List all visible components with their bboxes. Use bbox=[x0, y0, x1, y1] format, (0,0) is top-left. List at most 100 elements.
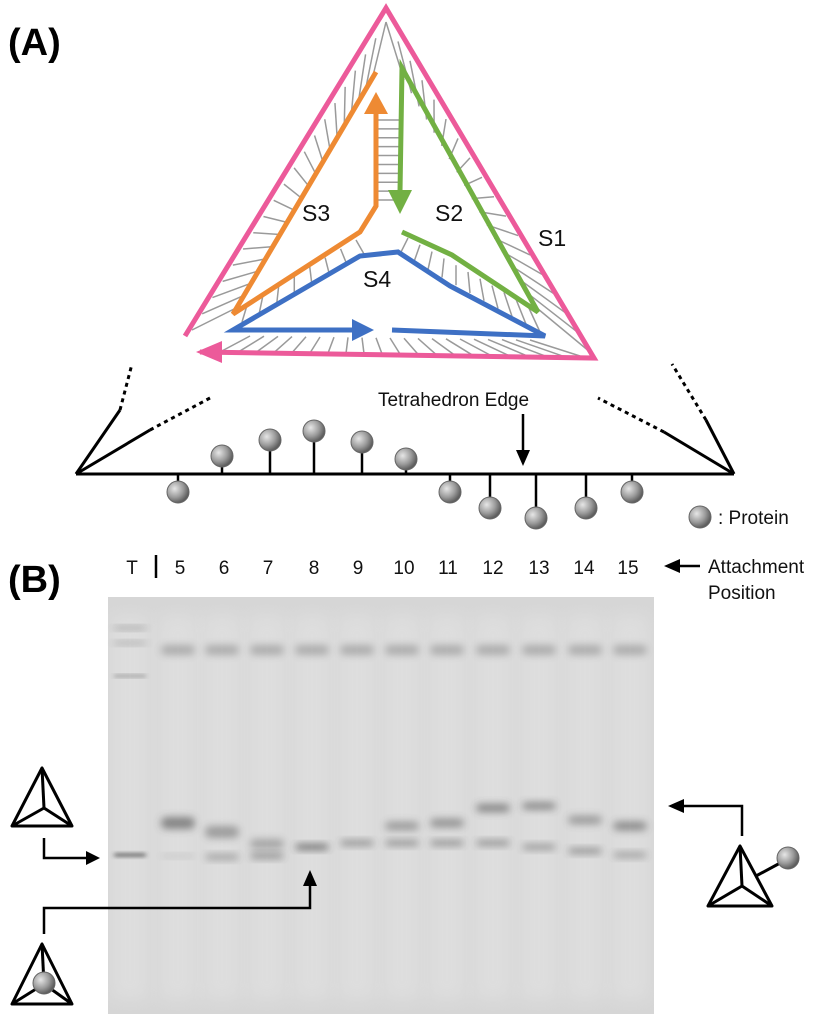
base-pair-rung bbox=[325, 258, 329, 274]
protein-ball bbox=[395, 448, 417, 470]
gel-band bbox=[113, 854, 147, 857]
gel-band bbox=[568, 849, 602, 854]
base-pair-rung bbox=[474, 339, 508, 355]
attachment-label-line2: Position bbox=[708, 583, 776, 604]
base-pair-rung bbox=[460, 339, 490, 355]
lane-label: 8 bbox=[309, 558, 320, 579]
strand-label-s1: S1 bbox=[538, 225, 566, 251]
gel-band bbox=[161, 855, 195, 858]
base-pair-rung bbox=[346, 337, 348, 353]
gel-band bbox=[295, 645, 329, 655]
gel-image bbox=[108, 597, 654, 1014]
gel-band bbox=[385, 841, 419, 846]
protein-icon-outside bbox=[777, 847, 799, 869]
gel-band bbox=[205, 645, 239, 655]
protein-ball bbox=[211, 445, 233, 467]
gel-band bbox=[250, 839, 284, 849]
edge-label: Tetrahedron Edge bbox=[378, 390, 529, 411]
gel-band bbox=[113, 675, 147, 677]
attachment-label-line1: Attachment bbox=[708, 557, 805, 578]
base-pair-rung bbox=[310, 267, 312, 284]
strand-s2 bbox=[388, 68, 538, 312]
base-pair-rung bbox=[274, 337, 292, 353]
base-pair-rung bbox=[468, 272, 470, 293]
gel-band bbox=[250, 854, 284, 859]
protein-ball bbox=[167, 481, 189, 503]
gel-band bbox=[295, 845, 329, 850]
lane-label: 11 bbox=[438, 558, 458, 579]
gel-lane bbox=[383, 615, 421, 1000]
gel-band bbox=[385, 645, 419, 655]
lane-labels: T 5 6 7 8 9 10 11 12 13 14 15 bbox=[126, 558, 638, 579]
lane-label: 14 bbox=[573, 558, 595, 579]
gel-band bbox=[476, 645, 510, 655]
gel-band bbox=[522, 803, 556, 810]
gel-band bbox=[340, 841, 374, 846]
strand-label-s3: S3 bbox=[302, 200, 330, 226]
protein-ball bbox=[303, 420, 325, 442]
base-pair-rung bbox=[390, 338, 400, 354]
arrow-to-unmodified-band bbox=[44, 838, 100, 865]
gel-lane bbox=[203, 615, 241, 1000]
protein-ball bbox=[439, 481, 461, 503]
gel-band bbox=[250, 645, 284, 655]
gel-band bbox=[613, 853, 647, 858]
lane-label: 6 bbox=[219, 558, 230, 579]
gel-lane bbox=[611, 615, 649, 1000]
lane-label: 12 bbox=[482, 558, 503, 579]
gel-lane bbox=[566, 615, 604, 1000]
gel-band bbox=[430, 819, 464, 828]
base-pair-rung bbox=[480, 279, 484, 301]
gel-band bbox=[113, 642, 147, 645]
base-pair-rung bbox=[220, 336, 250, 352]
base-pair-rung bbox=[404, 338, 418, 354]
edge-arrow bbox=[516, 414, 530, 466]
gel-band bbox=[430, 645, 464, 655]
tetrahedron-icon-unmodified bbox=[12, 768, 72, 826]
protein-ball bbox=[621, 481, 643, 503]
base-pair-rung bbox=[442, 258, 444, 277]
protein-ball bbox=[351, 431, 373, 453]
gel-band bbox=[522, 645, 556, 655]
gel-band bbox=[113, 627, 147, 630]
lane-label: T bbox=[126, 558, 138, 579]
gel-lane bbox=[248, 615, 286, 1000]
base-pair-rung bbox=[292, 337, 306, 353]
base-pair-rung bbox=[356, 240, 364, 254]
gel-band bbox=[430, 841, 464, 846]
gel-band bbox=[205, 855, 239, 860]
lane-label: 7 bbox=[263, 558, 274, 579]
gel-lane bbox=[428, 615, 466, 1000]
protein-legend-label: : Protein bbox=[718, 508, 789, 529]
gel-lane bbox=[159, 615, 197, 1000]
base-pair-rung bbox=[414, 245, 420, 262]
gel-band bbox=[161, 817, 195, 829]
gel-band bbox=[476, 804, 510, 812]
gel-lane bbox=[293, 615, 331, 1000]
gel-band bbox=[161, 645, 195, 655]
arrow-to-shifted-band bbox=[668, 799, 742, 836]
attachment-arrow bbox=[664, 559, 700, 573]
base-pair-rung bbox=[418, 338, 436, 354]
protein-ball bbox=[575, 497, 597, 519]
gel-band bbox=[476, 841, 510, 846]
protein-ball bbox=[525, 507, 547, 529]
protein-icon-inside bbox=[33, 972, 55, 994]
strand-label-s2: S2 bbox=[435, 200, 463, 226]
gel-band bbox=[385, 822, 419, 831]
gel-lane bbox=[338, 615, 376, 1000]
panel-a-label: (A) bbox=[8, 22, 61, 64]
strand-label-s4: S4 bbox=[363, 266, 391, 292]
lane-label: 5 bbox=[175, 558, 186, 579]
lane-label: 15 bbox=[617, 558, 638, 579]
base-pair-rung bbox=[428, 252, 432, 270]
base-pair-rung bbox=[376, 338, 382, 354]
lane-label: 13 bbox=[528, 558, 549, 579]
lane-label: 9 bbox=[353, 558, 364, 579]
lane-label: 10 bbox=[393, 558, 414, 579]
gel-band bbox=[340, 645, 374, 655]
gel-band bbox=[205, 826, 239, 838]
base-pair-rung bbox=[532, 304, 590, 352]
